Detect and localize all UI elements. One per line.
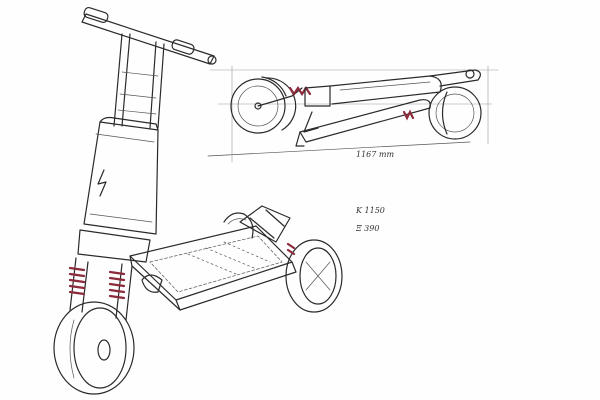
- ground-line: [207, 141, 471, 157]
- front-fork: [68, 229, 151, 321]
- side-handlebar: [429, 69, 481, 87]
- front-spring-left: [68, 266, 86, 296]
- rear-spring-right: [286, 242, 296, 256]
- side-rear-wheel: [428, 86, 482, 140]
- front-wheel: [53, 301, 135, 395]
- deck-pivot: [141, 274, 163, 293]
- side-stem-block: [304, 85, 331, 107]
- handlebar: [81, 6, 217, 65]
- deck: [129, 225, 297, 311]
- side-view-folded: [207, 65, 499, 163]
- rear-footrest: [239, 205, 291, 243]
- dimension-label: 1167 mm: [356, 150, 395, 159]
- spec-note-1: K 1150: [356, 206, 385, 215]
- side-rear-spring: [402, 109, 415, 121]
- spec-note-2: Ξ 390: [356, 224, 380, 233]
- lightning-bolt-icon: [97, 169, 107, 197]
- rear-wheel-right: [285, 239, 343, 313]
- front-spring-right: [108, 270, 126, 300]
- battery-housing: [83, 116, 159, 235]
- stem: [113, 33, 165, 129]
- rear-wheel-left: [223, 212, 254, 239]
- side-front-wheel: [230, 76, 297, 134]
- side-kickstand: [303, 111, 319, 133]
- perspective-view: [53, 6, 343, 395]
- side-front-spring: [288, 86, 312, 96]
